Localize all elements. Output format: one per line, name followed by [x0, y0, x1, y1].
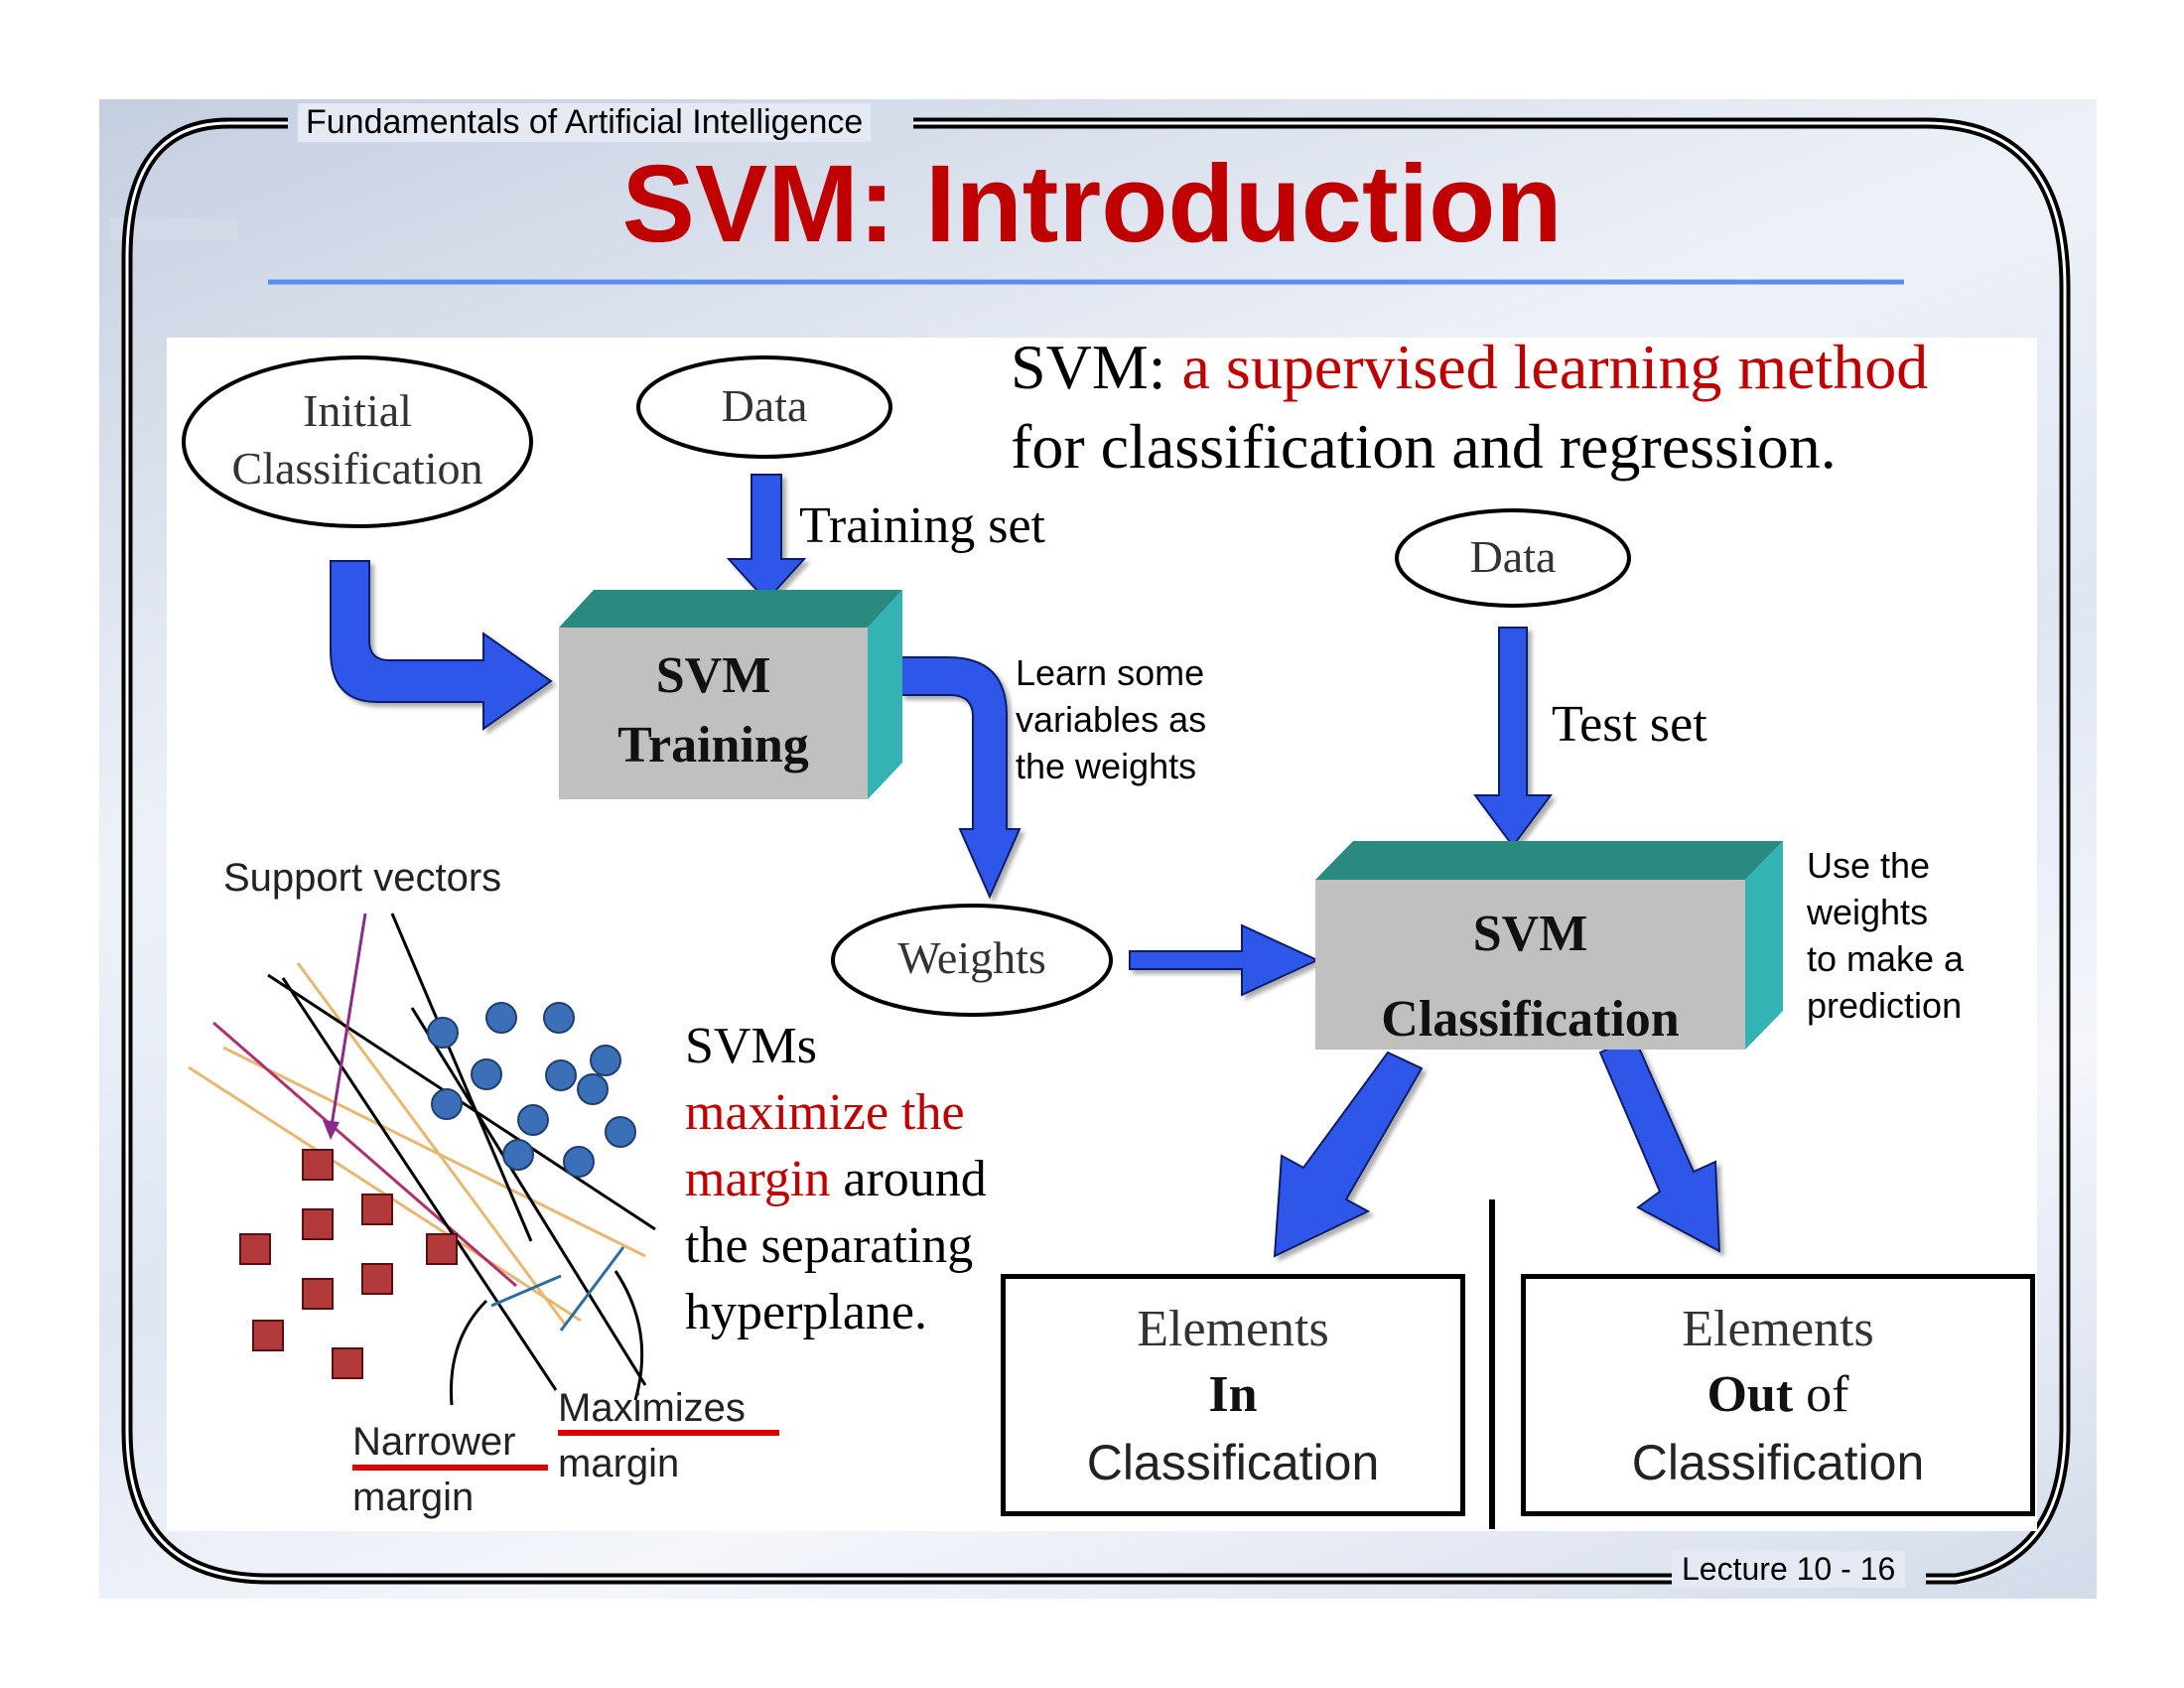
weights-label: Weights — [897, 932, 1046, 983]
weights-to-classification-arrow — [1129, 923, 1320, 997]
initial-classification-label: Initial Classification — [184, 382, 531, 497]
training-box-top — [559, 590, 902, 628]
svm-training-box — [559, 590, 902, 799]
test-set-label: Test set — [1552, 696, 1707, 753]
hyperplane-orange-2 — [222, 1046, 646, 1258]
hyperplane-black-2 — [281, 977, 558, 1391]
elements-out-bold: Out — [1706, 1366, 1794, 1423]
training-set-label: Training set — [799, 497, 1045, 554]
course-header: Fundamentals of Artificial Intelligence — [298, 103, 872, 142]
training-box-side — [868, 590, 902, 799]
initial-label-line1: Initial — [303, 385, 412, 436]
maximizes-margin-label: margin — [558, 1442, 680, 1485]
svm-classification-line2: Classification — [1381, 991, 1680, 1048]
narrower-callout — [449, 1299, 488, 1406]
svm-classification-line1: SVM — [1472, 906, 1588, 962]
classification-to-in-arrow — [1273, 1051, 1424, 1258]
initial-classification-ellipse — [182, 355, 533, 528]
svm-definition: SVM: a supervised learning method for cl… — [1011, 328, 1928, 487]
classification-box-top — [1315, 841, 1783, 880]
maximizes-label: Maximizes — [558, 1386, 746, 1430]
frame-shadow — [109, 218, 238, 240]
support-vector-pointer — [329, 913, 367, 1133]
wide-margin-marker — [559, 1246, 625, 1332]
use-note-line2: weights — [1807, 892, 1929, 932]
margin-plot — [188, 913, 779, 1471]
svm-note-line4: the separating — [685, 1217, 974, 1274]
svm-classification-box — [1315, 841, 1783, 1050]
svm-training-line1: SVM — [655, 647, 771, 704]
svm-note-line3: margin around — [685, 1146, 987, 1212]
learn-weights-note: Learn some variables as the weights — [1016, 649, 1206, 789]
svm-note-line1: SVMs — [685, 1018, 817, 1074]
initial-label-line2: Classification — [231, 443, 483, 493]
narrower-label: Narrower — [352, 1420, 516, 1464]
svm-training-label: SVM Training — [559, 641, 868, 780]
data-right-label: Data — [1469, 531, 1557, 582]
elements-in-line1: Elements — [1137, 1301, 1329, 1357]
use-note-line3: to make a — [1807, 938, 1965, 979]
learn-note-line3: the weights — [1016, 746, 1197, 786]
svm-note-line2: maximize the — [685, 1084, 965, 1141]
narrower-margin-label: margin — [352, 1476, 475, 1519]
frame-right-inner — [913, 121, 2067, 1581]
elements-out-line1: Elements — [1682, 1301, 1874, 1357]
elements-out-line2: Out of — [1526, 1362, 2030, 1428]
svm-classification-label: SVM Classification — [1315, 892, 1745, 1062]
learn-note-line2: variables as — [1016, 699, 1207, 740]
initial-to-training-arrow — [330, 560, 553, 731]
use-note-line1: Use the — [1807, 845, 1931, 886]
svm-note-around: around — [830, 1151, 987, 1207]
maximize-margin-note: SVMs maximize the margin around the sepa… — [685, 1013, 987, 1345]
classification-box-face — [1315, 880, 1745, 1050]
use-weights-note: Use the weights to make a prediction — [1807, 842, 1964, 1029]
pointer-tip — [323, 1120, 340, 1140]
page-title: SVM: Introduction — [621, 143, 1563, 265]
elements-out-of: of — [1793, 1366, 1849, 1423]
data-top-label: Data — [721, 380, 808, 431]
classification-box-side — [1745, 841, 1783, 1050]
frame-left-inner — [125, 121, 1678, 1581]
elements-out-line3: Classification — [1631, 1435, 1925, 1490]
definition-line1: SVM: a supervised learning method — [1011, 328, 1928, 407]
elements-in-line3: Classification — [1086, 1435, 1380, 1490]
elements-in-bold: In — [1208, 1366, 1258, 1423]
negative-class-points — [239, 1149, 458, 1379]
hyperplane-magenta — [212, 1021, 517, 1288]
weights-ellipse — [831, 904, 1113, 1017]
data-right-ellipse — [1395, 508, 1631, 608]
data-to-training-arrow — [726, 474, 807, 603]
svm-training-line2: Training — [617, 717, 809, 774]
hyperplane-black-3 — [390, 913, 533, 1242]
narrow-margin-marker — [490, 1274, 562, 1308]
svm-note-margin: margin — [685, 1151, 831, 1207]
svm-note-line5: hyperplane. — [685, 1284, 928, 1340]
learn-note-line1: Learn some — [1016, 652, 1205, 693]
definition-line2: for classification and regression. — [1011, 411, 1837, 482]
lecture-number: Lecture 10 - 16 — [1672, 1551, 1906, 1588]
hyperplane-black-4 — [410, 1007, 647, 1386]
elements-out-box: Elements Out of Classification — [1521, 1274, 2035, 1516]
support-vectors-label: Support vectors — [223, 856, 502, 900]
classification-to-out-arrow — [1598, 1035, 1721, 1253]
data-top-ellipse — [636, 355, 892, 459]
training-to-weights-arrow — [900, 656, 1022, 900]
data-to-classification-arrow — [1473, 627, 1553, 848]
definition-highlight: a supervised learning method — [1181, 332, 1929, 402]
training-box-face — [559, 628, 868, 799]
maximizes-callout — [614, 1270, 644, 1401]
elements-in-box: Elements In Classification — [1001, 1274, 1465, 1516]
use-note-line4: prediction — [1807, 985, 1963, 1026]
positive-class-points — [427, 1002, 636, 1178]
definition-prefix: SVM: — [1011, 332, 1182, 402]
